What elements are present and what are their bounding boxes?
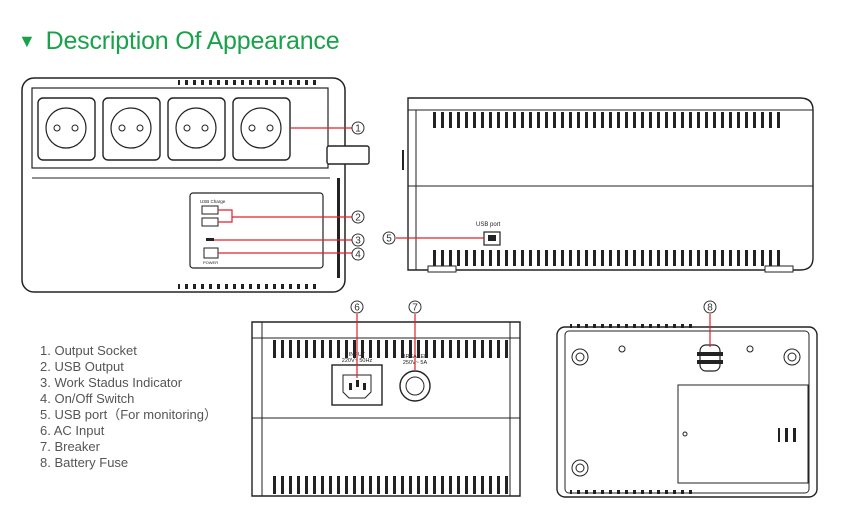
callout-6: 6 (354, 303, 360, 314)
usb-charge-label: USB Charge (200, 199, 226, 204)
callout-7: 7 (412, 303, 418, 314)
front-view: USB Charge POWER (21, 77, 370, 293)
heading-text: Description Of Appearance (45, 26, 340, 55)
side-view: USB port (402, 97, 814, 273)
usb-port-label: USB port (476, 222, 501, 228)
legend-item: 2. USB Output (40, 359, 124, 374)
bottom-view (556, 324, 818, 498)
legend-item: 4. On/Off Switch (40, 391, 135, 406)
callout-1: 1 (355, 124, 361, 135)
output-socket-1 (37, 97, 96, 161)
svg-text:8: 8 (707, 303, 713, 314)
legend-item: 7. Breaker (40, 439, 100, 454)
section-heading: ▼ Description Of Appearance (18, 26, 340, 56)
legend-list: 1. Output Socket 2. USB Output 3. Work S… (40, 343, 217, 471)
callout-8: 8 (703, 300, 717, 347)
callout-5: 5 (382, 231, 484, 245)
legend-item: 3. Work Stadus Indicator (40, 375, 183, 390)
legend-item: 6. AC Input (40, 423, 105, 438)
callout-2: 2 (355, 213, 361, 224)
output-socket-4 (232, 97, 291, 161)
usb-output-port-2 (201, 217, 219, 227)
output-socket-2 (102, 97, 161, 161)
legend-item: 8. Battery Fuse (40, 455, 129, 470)
triangle-down-icon: ▼ (18, 30, 36, 51)
usb-output-port-1 (201, 205, 219, 215)
legend-item: 5. USB port（For monitoring） (40, 407, 218, 422)
status-indicator (206, 238, 214, 241)
legend-item: 1. Output Socket (40, 343, 137, 358)
callout-markers-front: 1 2 3 4 (351, 121, 365, 261)
output-socket-3 (167, 97, 226, 161)
callout-4: 4 (355, 250, 361, 261)
callout-6-7: 6 7 (350, 300, 422, 378)
front-callouts (214, 127, 352, 254)
power-switch (203, 247, 219, 259)
rear-view: INPUT 220V~ 50Hz BREAKER 250V~ 5A (251, 321, 521, 497)
battery-fuse (697, 344, 723, 372)
callout-3: 3 (355, 236, 361, 247)
svg-text:5: 5 (386, 234, 392, 245)
power-label: POWER (203, 260, 218, 265)
